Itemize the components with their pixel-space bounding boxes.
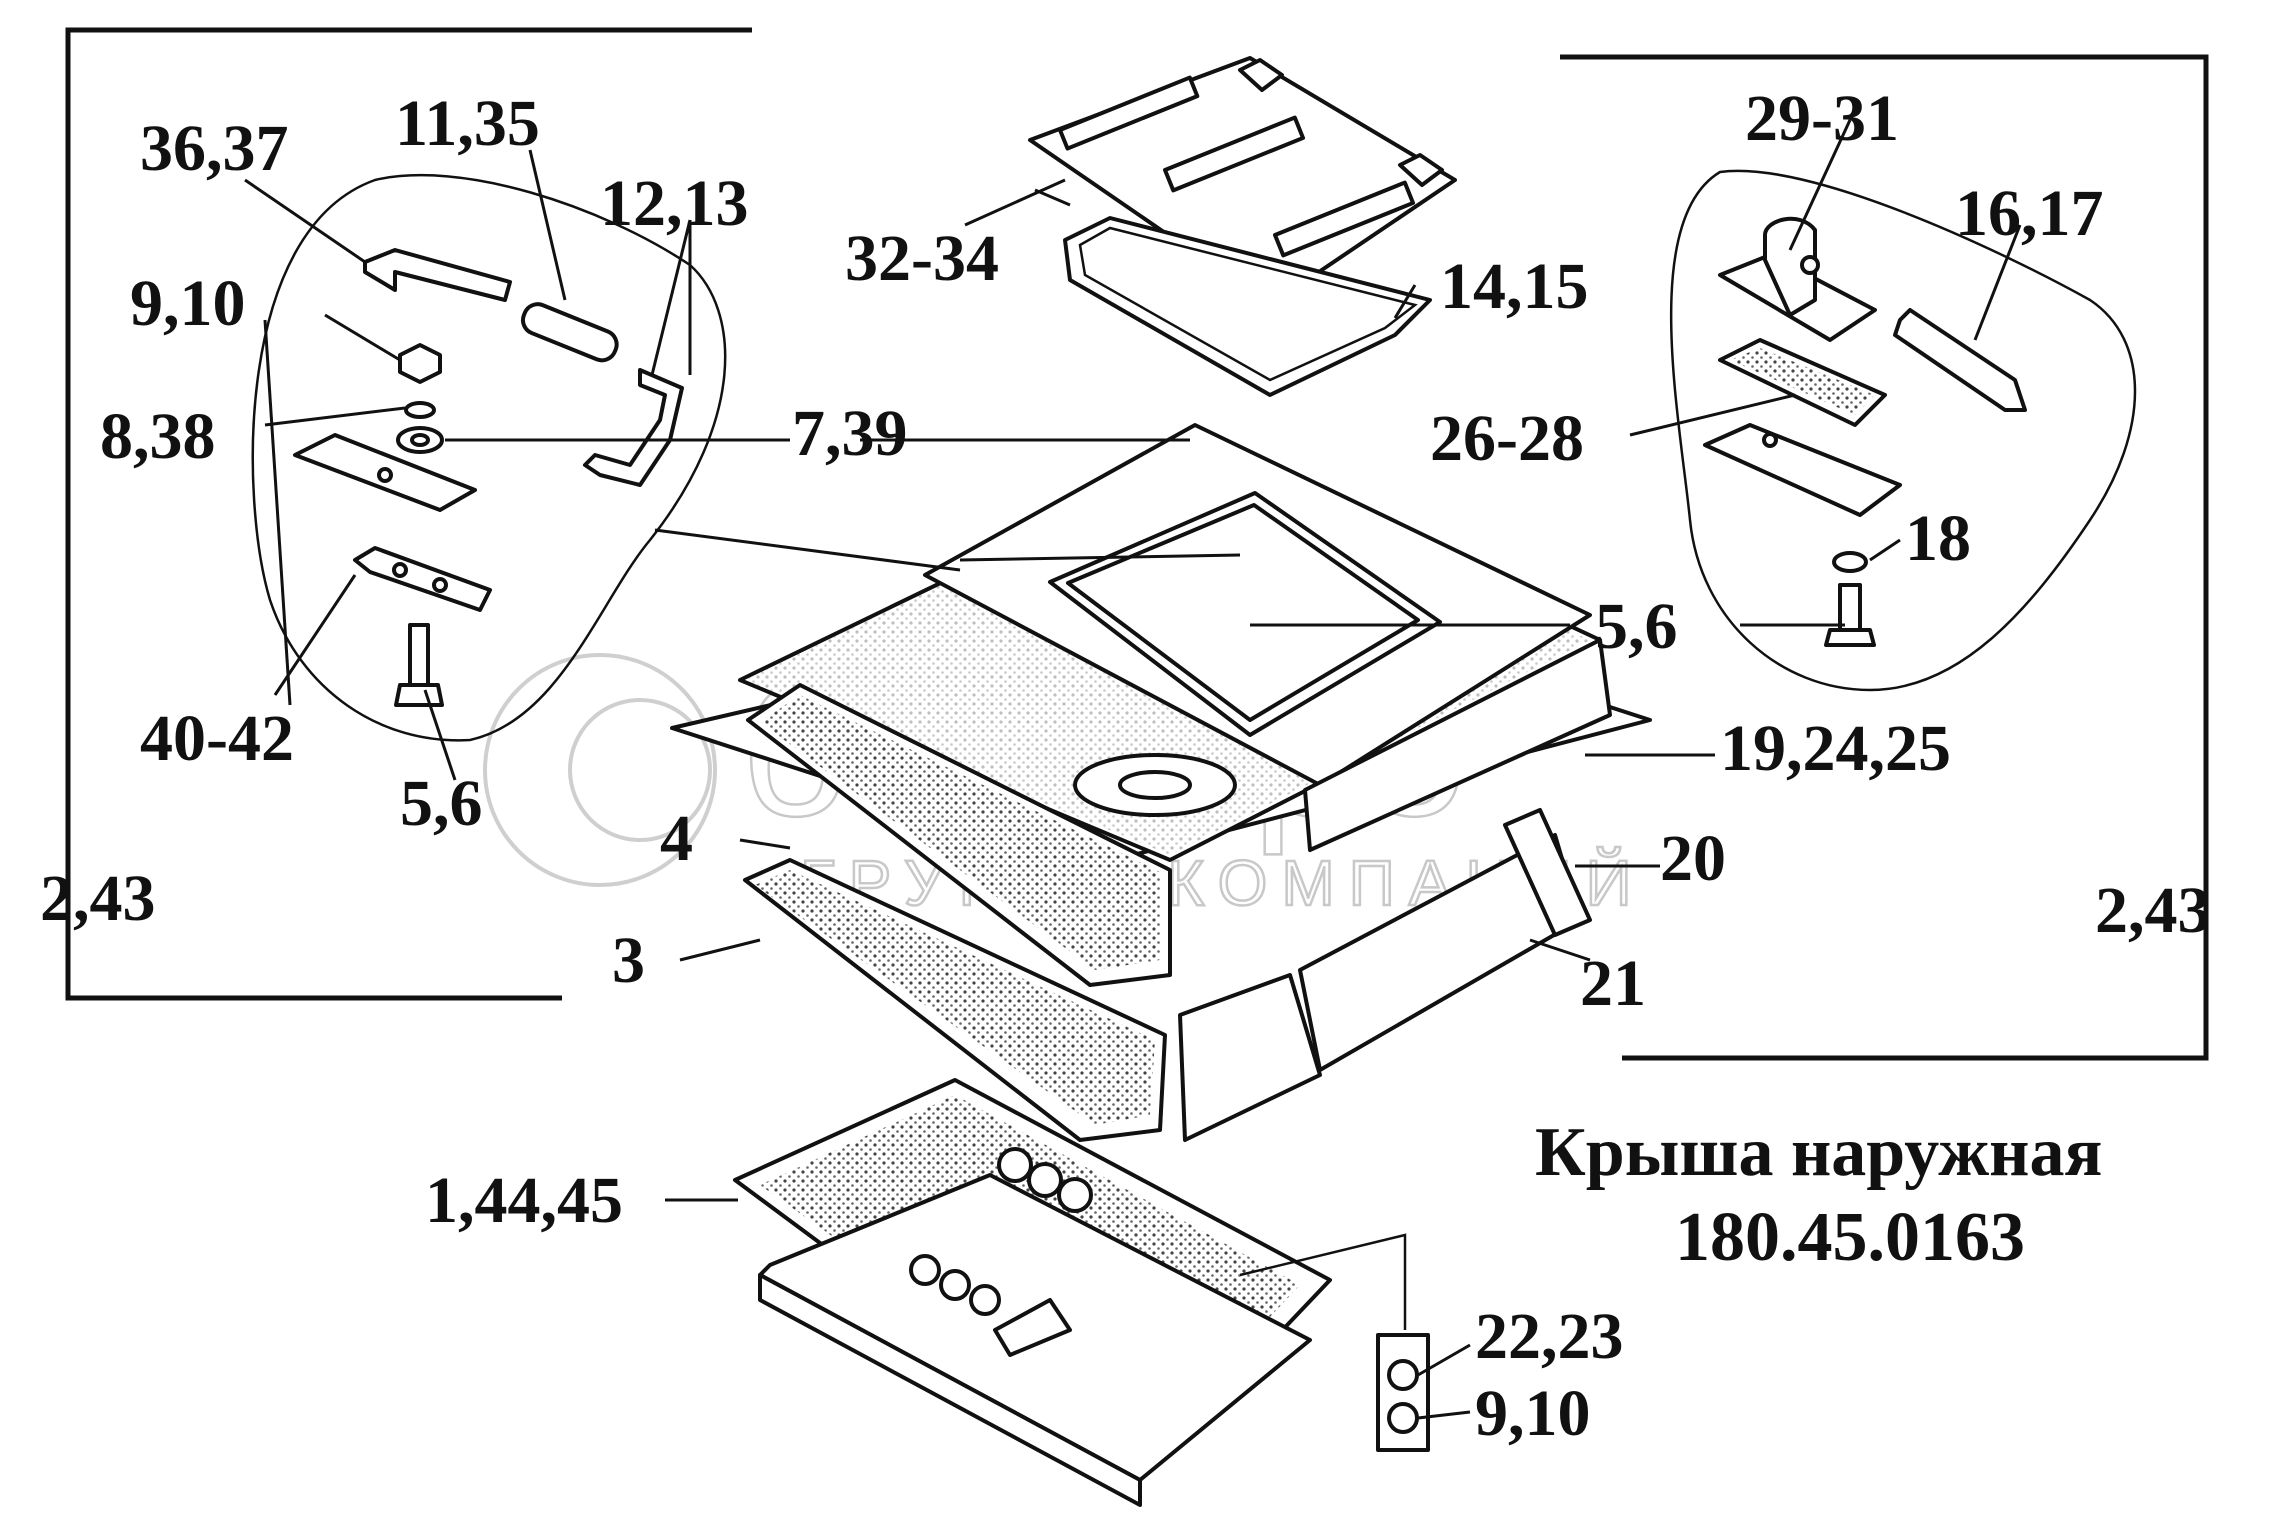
label-5-6-right: 5,6: [1595, 590, 1678, 663]
bracket-right: [1560, 54, 2209, 1061]
hatch-seal: [1063, 216, 1432, 397]
label-29-31: 29-31: [1745, 82, 1899, 155]
washer-right: [1832, 551, 1868, 573]
title-line-1: Крыша наружная: [1535, 1114, 2102, 1191]
roof-assembly: [670, 423, 1652, 987]
bolt-right: [1824, 583, 1876, 647]
bracket-block: [1718, 216, 1877, 342]
label-36-37: 36,37: [140, 112, 289, 185]
pad-right-2: [1703, 423, 1902, 517]
rod-bend: [583, 368, 684, 487]
label-16-17: 16,17: [1955, 177, 2104, 250]
pin-right: [1893, 308, 2027, 412]
label-14-15: 14,15: [1440, 250, 1589, 323]
label-20: 20: [1660, 822, 1726, 895]
side-panels: [743, 808, 1592, 1142]
label-26-28: 26-28: [1430, 402, 1584, 475]
leader-lines: [244, 119, 2022, 1420]
callout-right: [1669, 169, 2137, 692]
label-21: 21: [1580, 947, 1646, 1020]
label-12-13: 12,13: [600, 167, 749, 240]
label-9-10-bottom: 9,10: [1475, 1377, 1591, 1450]
handle-rail: [363, 248, 512, 302]
label-7-39: 7,39: [792, 397, 908, 470]
label-22-23: 22,23: [1475, 1300, 1624, 1373]
label-3: 3: [612, 924, 645, 997]
label-5-6-left: 5,6: [400, 767, 483, 840]
label-18: 18: [1905, 502, 1971, 575]
label-19-24-25: 19,24,25: [1720, 712, 1951, 785]
tray: [733, 1078, 1332, 1507]
hatch-cover: [1028, 56, 1457, 307]
label-2-43-left: 2,43: [40, 862, 156, 935]
label-9-10-top: 9,10: [130, 267, 246, 340]
bolt-left: [394, 623, 444, 707]
hinge-left: [353, 546, 492, 612]
part-labels: 36,37 11,35 12,13 9,10 8,38 7,39 40-42 5…: [40, 82, 2211, 1450]
label-11-35: 11,35: [395, 87, 540, 160]
label-4: 4: [660, 802, 693, 875]
diagram-title: Крыша наружная 180.45.0163: [1535, 1114, 2102, 1276]
plate-bracket: [1239, 1233, 1430, 1452]
label-32-34: 32-34: [845, 222, 999, 295]
callout-left: [251, 173, 727, 742]
nut-washers-left: [396, 343, 444, 454]
pad-right-1: [1718, 338, 1887, 427]
plate-left: [293, 433, 477, 512]
title-line-2: 180.45.0163: [1675, 1199, 2025, 1276]
label-40-42: 40-42: [140, 702, 294, 775]
bracket-left: [65, 27, 752, 1001]
label-2-43-right: 2,43: [2095, 874, 2211, 947]
label-1-44-45: 1,44,45: [425, 1164, 623, 1237]
grip-sleeve: [520, 302, 619, 363]
label-8-38: 8,38: [100, 400, 216, 473]
